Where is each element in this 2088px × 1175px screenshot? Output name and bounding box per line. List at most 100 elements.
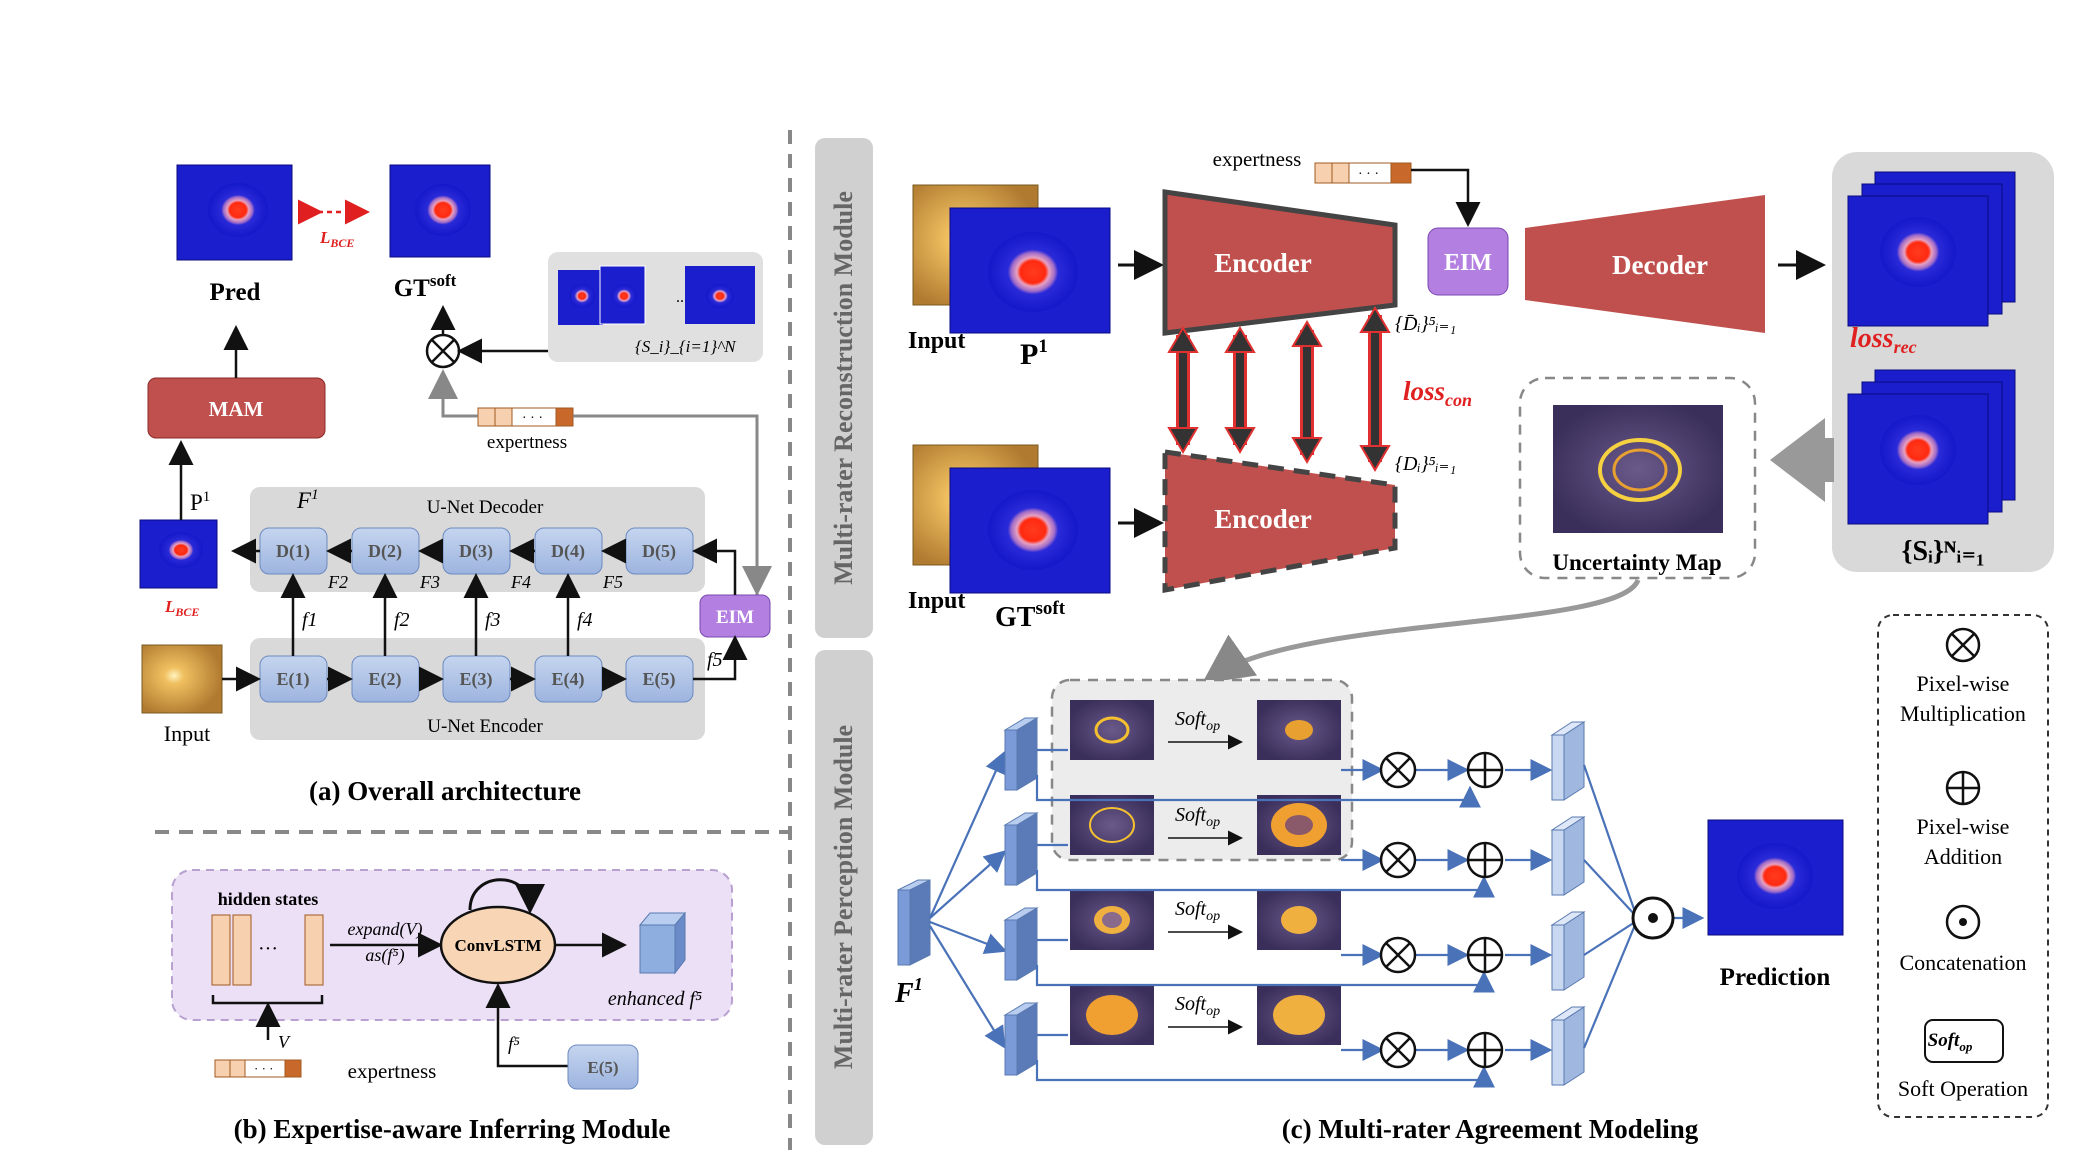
decoder-block-3: D(3)	[459, 541, 493, 562]
legend: Pixel-wise Multiplication Pixel-wise Add…	[1877, 614, 2049, 1118]
legend-add-line2: Addition	[1924, 844, 2002, 869]
loss-rec-label: lossrec	[1850, 323, 1917, 357]
expertness-bar-a: · · ·	[477, 407, 574, 427]
caption-c: (c) Multi-rater Agreement Modeling	[1282, 1114, 1699, 1144]
big-gray-arrow	[1770, 418, 1825, 502]
reconstruction-title-bar	[815, 138, 873, 638]
gt-stack	[1847, 369, 2016, 525]
legend-concat-label: Concatenation	[1899, 950, 2026, 975]
encoder-bottom	[1162, 449, 1398, 593]
softop-label-1: Softop	[1175, 708, 1220, 734]
decoder-block-4: D(4)	[551, 541, 585, 562]
expert-to-mult-arrow	[428, 369, 478, 418]
encoder-top-label: Encoder	[1214, 248, 1312, 278]
input-p1-stack	[912, 184, 1111, 334]
hidden-states-label: hidden states	[218, 889, 319, 909]
encoder-block-5: E(5)	[643, 669, 676, 690]
decoder-label: Decoder	[1612, 250, 1708, 280]
svg-text:..: ..	[676, 289, 684, 306]
softop-rows	[1070, 700, 1341, 1045]
uncertainty-box	[1518, 376, 1757, 580]
e5-block-b	[567, 1044, 639, 1090]
legend-add-line1: Pixel-wise	[1917, 814, 2010, 839]
F5-label: F5	[602, 572, 623, 592]
decoder-block-2: D(2)	[368, 541, 402, 562]
lbce-top-label: LBCE	[319, 228, 354, 250]
caption-a: (a) Overall architecture	[309, 776, 581, 806]
branch-cubes	[1003, 717, 1039, 1076]
svg-text:· · ·: · · ·	[254, 1061, 274, 1076]
prediction-image	[1707, 819, 1844, 936]
input-gt-stack	[912, 444, 1111, 594]
encoder-bottom-label: Encoder	[1214, 504, 1312, 534]
f2-label: f2	[394, 609, 410, 631]
prediction-label: Prediction	[1720, 964, 1831, 991]
mult-add-nodes	[1379, 751, 1504, 1069]
uncertainty-map	[1553, 405, 1723, 533]
expertness-label-c: expertness	[1213, 147, 1302, 171]
decoder-block-1: D(1)	[276, 541, 310, 562]
hidden-dots: ···	[258, 938, 278, 960]
f4-label: f4	[577, 609, 593, 631]
legend-mult-line2: Multiplication	[1900, 701, 2026, 726]
f5-label-b: f⁵	[508, 1034, 520, 1055]
rec-stack	[1847, 171, 2016, 327]
svg-text:· · ·: · · ·	[1358, 167, 1379, 182]
gt-label: GTsoft	[394, 271, 457, 302]
convlstm-loop	[468, 878, 545, 914]
expand-label: expand(V)	[348, 919, 423, 940]
caption-b: (b) Expertise-aware Inferring Module	[234, 1114, 671, 1144]
F4-label: F4	[510, 572, 531, 592]
encoder-block-1: E(1)	[277, 669, 310, 690]
encoder-block-3: E(3)	[460, 669, 493, 690]
as-label: as(f⁵)	[365, 945, 404, 966]
p1-label-c: P1	[1020, 336, 1048, 371]
perception-title: Multi-rater Perception Module	[829, 725, 858, 1069]
softop-label-3: Softop	[1175, 898, 1220, 924]
f1-cube	[897, 879, 931, 966]
eim-block-c	[1427, 227, 1509, 296]
encoder-block-2: E(2)	[369, 669, 402, 690]
output-cubes	[1550, 721, 1586, 1086]
dbar-label: {D̄ᵢ}⁵ᵢ₌₁	[1395, 313, 1456, 335]
f1-label-c: F1	[894, 974, 923, 1009]
expertness-bar-b: · · ·	[214, 1059, 302, 1078]
encoder-top	[1162, 189, 1398, 336]
rater-set-label: {S_i}_{i=1}^N	[635, 337, 737, 356]
branch-lines	[928, 750, 1008, 1049]
softop-label-2: Softop	[1175, 804, 1220, 830]
gt-label-c: GTsoft	[995, 598, 1066, 633]
decoder-blocks: D(1) D(2) D(3) D(4) D(5)	[259, 527, 694, 575]
encoder-title: U-Net Encoder	[427, 716, 543, 737]
pred-image	[176, 164, 293, 261]
hidden-state-n	[304, 914, 324, 986]
consistency-arrows	[1167, 306, 1391, 472]
f5-label-a: f5	[707, 649, 723, 671]
input-fundus-a	[141, 644, 223, 714]
F3-label: F3	[419, 572, 440, 592]
reconstruction-title: Multi-rater Reconstruction Module	[829, 191, 858, 585]
decoder-c	[1525, 195, 1765, 333]
encoder-blocks: E(1) E(2) E(3) E(4) E(5)	[259, 655, 694, 703]
softop-label-4: Softop	[1175, 993, 1220, 1019]
v-label: V	[278, 1032, 291, 1052]
p1-image	[139, 519, 218, 589]
eim-label-a: EIM	[716, 607, 754, 628]
rater-images: ..	[558, 265, 755, 325]
f1-label: f1	[302, 609, 318, 631]
loss-con-label: losscon	[1403, 376, 1472, 410]
hidden-state-2	[232, 914, 252, 986]
uncertainty-label: Uncertainty Map	[1552, 550, 1721, 575]
panel-a: Pred GTsoft LBCE .. {S_i}_{i=1}^N	[139, 164, 772, 806]
input-label-bottom: Input	[908, 588, 965, 614]
enhanced-cube	[638, 911, 687, 975]
decoder-title: U-Net Decoder	[427, 497, 544, 518]
hidden-state-1	[211, 914, 231, 986]
uncertainty-curve-arrow	[1201, 578, 1641, 684]
flow-lines	[1035, 748, 1553, 1088]
gt-soft-image	[389, 164, 491, 258]
panel-c: Multi-rater Reconstruction Module Multi-…	[815, 138, 2054, 1145]
p1-label-a: P1	[190, 489, 210, 515]
concat-lines	[1582, 764, 1705, 1049]
eim-label-c: EIM	[1444, 250, 1492, 276]
